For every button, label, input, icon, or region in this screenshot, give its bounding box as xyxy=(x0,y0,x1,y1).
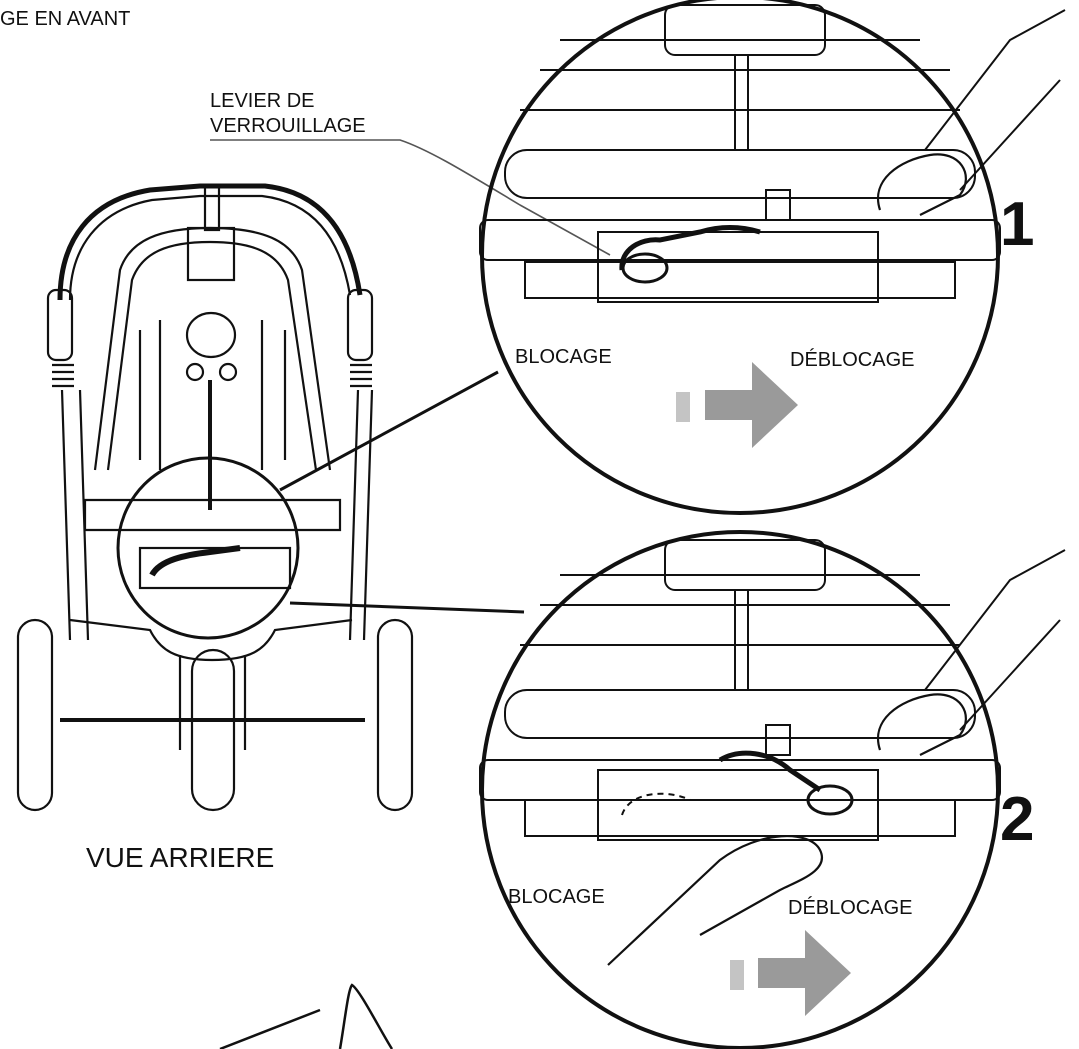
header-title-fragment: GE EN AVANT xyxy=(0,8,131,30)
step1-blocage-label: BLOCAGE xyxy=(515,346,612,368)
direction-arrow-2 xyxy=(730,930,851,1016)
step2-blocage-label: BLOCAGE xyxy=(508,886,605,908)
step-number-1: 1 xyxy=(1000,190,1035,259)
step1-deblocage-label: DÉBLOCAGE xyxy=(790,349,915,371)
step2-deblocage-label: DÉBLOCAGE xyxy=(788,897,913,919)
zoom-connector-lines xyxy=(279,370,525,614)
stroller-rear-view xyxy=(16,183,414,812)
lever-callout-line2: VERROUILLAGE xyxy=(210,115,366,137)
partial-hand-sketch xyxy=(219,983,394,1049)
detail-circle-1 xyxy=(479,0,1066,515)
lever-callout-line1: LEVIER DE xyxy=(210,90,315,112)
step-number-2: 2 xyxy=(1000,785,1035,854)
detail-circle-2 xyxy=(479,530,1066,1049)
lever-callout-leader xyxy=(210,139,611,256)
direction-arrow-1 xyxy=(676,362,798,448)
rear-view-caption: VUE ARRIERE xyxy=(86,842,275,873)
